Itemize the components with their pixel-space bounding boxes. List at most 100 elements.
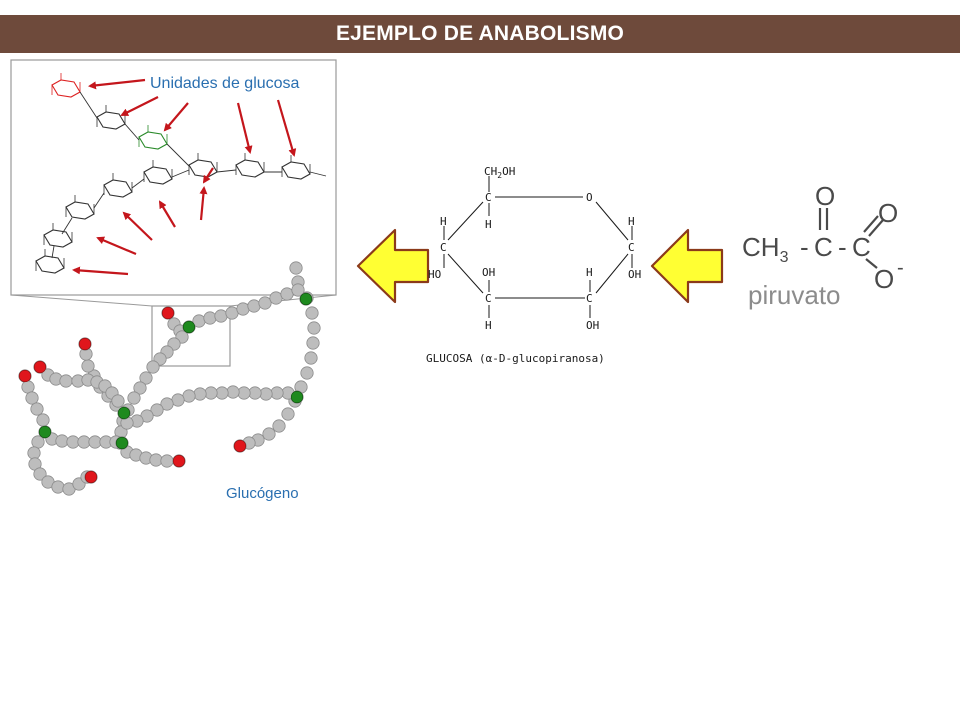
atom-h2: H xyxy=(586,266,593,279)
ring-substituents xyxy=(143,160,173,182)
zoom-line-left xyxy=(10,294,153,307)
glucose-residue xyxy=(306,336,320,350)
pointer-arrow-icon xyxy=(120,96,159,116)
branch-residue xyxy=(115,436,129,450)
negative-charge: - xyxy=(897,257,904,279)
terminal-residue xyxy=(33,360,47,374)
glucose-residue xyxy=(171,393,185,407)
pointer-arrow-icon xyxy=(96,236,137,256)
glucose-residue xyxy=(270,386,284,400)
branch-residue xyxy=(299,292,313,306)
glucose-residue xyxy=(258,296,272,310)
glucose-residue xyxy=(139,371,153,385)
glycogen-polymer xyxy=(18,261,321,496)
glucose-residue xyxy=(31,435,45,449)
ring-substituents xyxy=(138,125,168,147)
right-arrow-icon xyxy=(650,228,724,304)
glucose-residue xyxy=(111,394,125,408)
pointer-arrow-icon xyxy=(158,200,176,228)
pointer-arrow-icon xyxy=(88,78,146,90)
glucose-residue xyxy=(33,467,47,481)
glucose-residue xyxy=(259,387,273,401)
glucose-residue xyxy=(215,386,229,400)
ch2oh-group: CH2OH xyxy=(484,165,515,180)
glucose-residue xyxy=(59,374,73,388)
carboxylate-o: O xyxy=(874,264,894,294)
inset-frame xyxy=(10,59,337,296)
glucose-residue xyxy=(262,427,276,441)
glucose-residue xyxy=(280,287,294,301)
glucose-bonds xyxy=(443,176,633,318)
glucose-residue xyxy=(289,261,303,275)
atom-h3: H xyxy=(485,319,492,332)
ring-substituents xyxy=(65,195,95,217)
glucose-residue xyxy=(36,413,50,427)
pyruvate-bonds xyxy=(818,208,884,269)
glucose-residue xyxy=(307,321,321,335)
glucose-residue xyxy=(25,391,39,405)
bond-dash-1: - xyxy=(800,232,809,262)
branch-residue xyxy=(182,320,196,334)
terminal-residue xyxy=(78,337,92,351)
atom-c2: C xyxy=(586,292,593,305)
glucose-residue xyxy=(88,435,102,449)
glucose-residue xyxy=(204,386,218,400)
atom-o-ring: O xyxy=(586,191,593,204)
pyruvate-structure: CH3 - C - C O O O - piruvato xyxy=(742,181,904,310)
ring-substituents xyxy=(43,223,73,245)
glucose-residue xyxy=(304,351,318,365)
glucose-residue xyxy=(193,387,207,401)
pointer-arrow-icon xyxy=(236,102,253,154)
glucose-residue xyxy=(305,306,319,320)
glucose-residue xyxy=(133,381,147,395)
glucose-residue xyxy=(225,306,239,320)
glucose-residue xyxy=(236,302,250,316)
glucose-residue xyxy=(66,435,80,449)
left-arrow-icon xyxy=(356,228,430,304)
carboxyl-c: C xyxy=(852,232,871,262)
glycogen-inset: Unidades de glucosa xyxy=(10,59,337,307)
glucose-residue xyxy=(247,299,261,313)
glucose-residue xyxy=(237,386,251,400)
ch3-group: CH3 xyxy=(742,232,789,266)
glucose-residue xyxy=(81,359,95,373)
glucose-residue xyxy=(77,435,91,449)
glucose-residue xyxy=(160,454,174,468)
pointer-arrow-icon xyxy=(72,266,129,276)
glucose-residue xyxy=(182,389,196,403)
glucose-residue xyxy=(51,480,65,494)
terminal-residue xyxy=(84,470,98,484)
glucose-residue xyxy=(248,386,262,400)
glucose-residue xyxy=(300,366,314,380)
glucose-residue xyxy=(226,385,240,399)
glucose-residue xyxy=(160,397,174,411)
atom-c3: C xyxy=(485,292,492,305)
glucose-residue xyxy=(55,434,69,448)
glycosidic-bonds xyxy=(51,91,327,259)
branch-residue xyxy=(117,406,131,420)
glucose-residue xyxy=(127,391,141,405)
unit-arrows xyxy=(72,78,297,276)
atom-oh1: OH xyxy=(628,268,641,281)
glucose-residue xyxy=(281,407,295,421)
glucose-residue xyxy=(291,283,305,297)
pointer-arrow-icon xyxy=(122,211,153,241)
glucose-residue xyxy=(30,402,44,416)
glucose-structure: CH2OH C O H H H C C HO OH OH H C C H OH … xyxy=(426,165,641,365)
atom-oh3: OH xyxy=(482,266,495,279)
atom-h5: H xyxy=(485,218,492,231)
terminal-residue xyxy=(161,306,175,320)
ring-substituents xyxy=(35,249,65,271)
glucose-residue xyxy=(269,291,283,305)
glucose-residue xyxy=(203,311,217,325)
glucose-residue xyxy=(214,309,228,323)
zoom-box xyxy=(151,305,231,367)
pointer-arrow-icon xyxy=(199,186,208,221)
pointer-arrow-icon xyxy=(276,99,297,157)
terminal-residue xyxy=(18,369,32,383)
atom-c4: C xyxy=(440,241,447,254)
title-bar: EJEMPLO DE ANABOLISMO xyxy=(0,15,960,53)
pyruvate-name: piruvato xyxy=(748,280,841,310)
atom-ho4: HO xyxy=(428,268,441,281)
